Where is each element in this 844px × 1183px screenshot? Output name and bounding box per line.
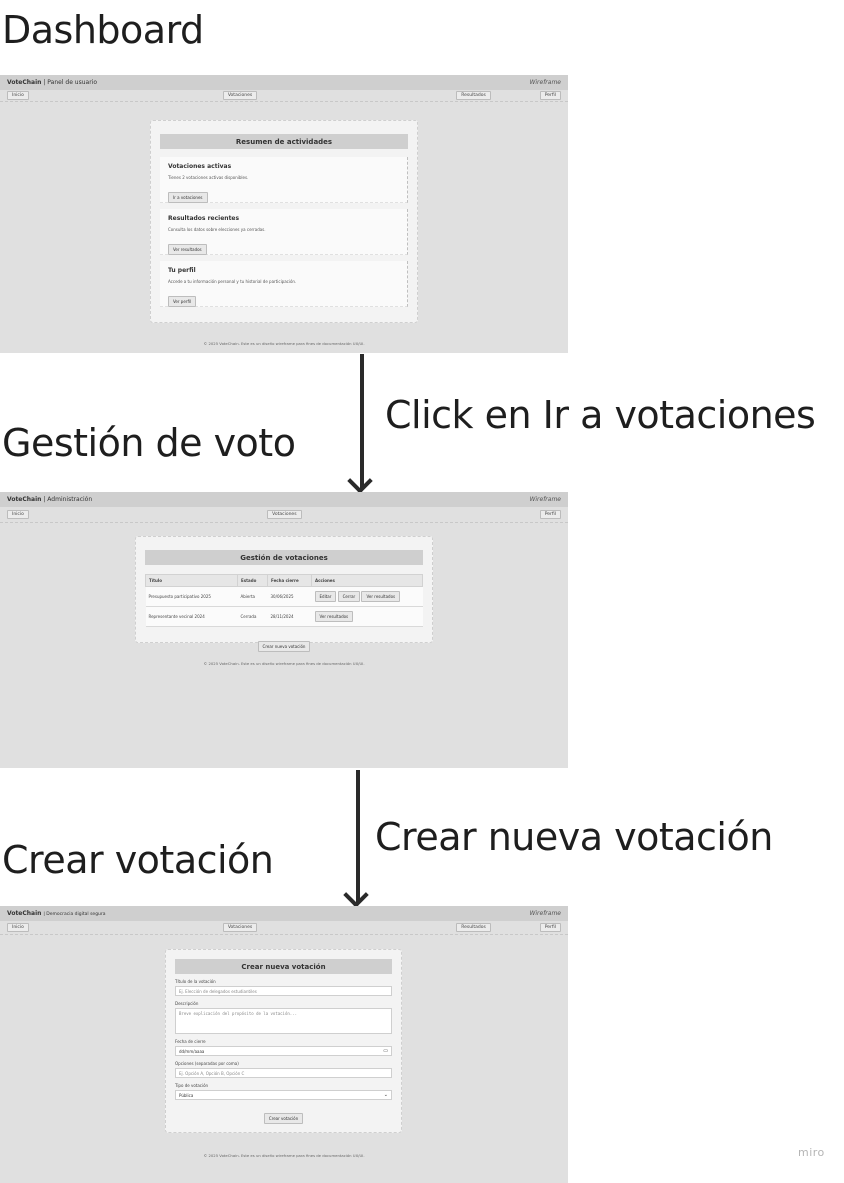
app-header: VoteChain | Administración Wireframe <box>0 492 568 507</box>
app-name: VoteChain <box>7 79 42 86</box>
card-title: Crear nueva votación <box>175 959 392 974</box>
nav-votaciones[interactable]: Votaciones <box>222 91 258 100</box>
ir-a-votaciones-button[interactable]: Ir a votaciones <box>168 192 208 203</box>
nav-resultados[interactable]: Resultados <box>456 91 491 100</box>
dashboard-frame: VoteChain | Panel de usuario Wireframe I… <box>0 75 568 353</box>
nav-resultados[interactable]: Resultados <box>456 923 491 932</box>
activity-card: Resumen de actividades Votaciones activa… <box>150 120 418 323</box>
cerrar-button[interactable]: Cerrar <box>337 591 361 602</box>
app-header: VoteChain | Panel de usuario Wireframe <box>0 75 568 90</box>
ver-resultados-button[interactable]: Ver resultados <box>168 244 207 255</box>
section-heading: Tu perfil <box>168 267 196 274</box>
titulo-placeholder: Ej. Elección de delegados estudiantiles <box>179 988 257 994</box>
section-votaciones-activas: Votaciones activas Tienes 2 votaciones a… <box>160 157 408 203</box>
flow-arrow-2 <box>356 770 360 902</box>
column-header: Fecha cierre <box>267 574 312 587</box>
descripcion-label: Descripción <box>175 1001 199 1006</box>
chevron-down-icon: ⌄ <box>383 1092 388 1098</box>
cell-estado: Cerrada <box>237 606 268 627</box>
app-subtitle: | Administración <box>43 496 93 503</box>
card-title: Gestión de votaciones <box>145 550 423 565</box>
section-text: Consulta los datos sobre elecciones ya c… <box>168 227 266 232</box>
app-name: VoteChain <box>7 496 42 503</box>
ver-resultados-button[interactable]: Ver resultados <box>314 611 354 622</box>
cell-titulo: Presupuesto participativo 2025 <box>145 586 238 607</box>
wireframe-label: Wireframe <box>529 910 561 917</box>
crear-frame: VoteChain | Democracia digital segura Wi… <box>0 906 568 1183</box>
section-heading: Votaciones activas <box>168 163 232 170</box>
cell-fecha: 30/06/2025 <box>267 586 312 607</box>
nav-votaciones[interactable]: Votaciones <box>222 923 258 932</box>
votaciones-table: Título Estado Fecha cierre Acciones Pres… <box>145 574 423 627</box>
card-title: Resumen de actividades <box>160 134 408 149</box>
nav-perfil[interactable]: Perfil <box>539 91 561 100</box>
screen-title-crear: Crear votación <box>2 838 274 882</box>
nav-bar: Inicio Votaciones Resultados Perfil <box>0 921 568 935</box>
opciones-placeholder: Ej. Opción A, Opción B, Opción C <box>179 1070 245 1076</box>
footer-text: © 2025 VoteChain. Este es un diseño wire… <box>203 341 365 346</box>
nav-bar: Inicio Votaciones Perfil <box>0 507 568 523</box>
crear-votacion-button[interactable]: Crear votación <box>263 1113 304 1124</box>
nav-bar: Inicio Votaciones Resultados Perfil <box>0 90 568 102</box>
descripcion-placeholder: Breve explicación del propósito de la vo… <box>179 1011 298 1016</box>
nav-votaciones[interactable]: Votaciones <box>267 510 302 519</box>
flow-arrow-1 <box>360 354 364 488</box>
cell-titulo: Representante vecinal 2024 <box>145 606 238 627</box>
fecha-input[interactable]: dd/mm/aaaa ▭ <box>175 1046 392 1056</box>
titulo-input[interactable]: Ej. Elección de delegados estudiantiles <box>175 986 392 996</box>
section-heading: Resultados recientes <box>168 215 240 222</box>
screen-title-dashboard: Dashboard <box>2 8 204 52</box>
footer-text: © 2025 VoteChain. Este es un diseño wire… <box>203 1153 365 1158</box>
crear-nueva-votacion-button[interactable]: Crear nueva votación <box>257 641 311 652</box>
opciones-input[interactable]: Ej. Opción A, Opción B, Opción C <box>175 1068 392 1078</box>
cell-estado: Abierta <box>237 586 268 607</box>
cell-acciones: Ver resultados <box>311 606 423 627</box>
screen-title-gestion: Gestión de voto <box>2 421 296 465</box>
section-tu-perfil: Tu perfil Accede a tu información person… <box>160 261 408 307</box>
cell-fecha: 28/11/2024 <box>267 606 312 627</box>
gestion-card: Gestión de votaciones Título Estado Fech… <box>135 536 433 652</box>
tipo-label: Tipo de votación <box>175 1083 209 1088</box>
tipo-value: Pública <box>179 1092 194 1098</box>
wireframe-label: Wireframe <box>529 496 561 503</box>
section-resultados-recientes: Resultados recientes Consulta los datos … <box>160 209 408 255</box>
app-subtitle: | Panel de usuario <box>43 79 98 86</box>
column-header: Estado <box>237 574 268 587</box>
tipo-select[interactable]: Pública ⌄ <box>175 1090 392 1100</box>
wireframe-label: Wireframe <box>529 79 561 86</box>
opciones-label: Opciones (separadas por coma) <box>175 1061 239 1066</box>
app-subtitle: | Democracia digital segura <box>43 912 106 917</box>
app-header: VoteChain | Democracia digital segura Wi… <box>0 906 568 921</box>
table-row: Presupuesto participativo 2025 Abierta 3… <box>145 586 423 607</box>
nav-perfil[interactable]: Perfil <box>539 923 561 932</box>
miro-watermark: miro <box>798 1146 825 1159</box>
ver-resultados-button[interactable]: Ver resultados <box>361 591 401 602</box>
ver-perfil-button[interactable]: Ver perfil <box>168 296 197 307</box>
section-text: Tienes 2 votaciones activas disponibles. <box>168 175 249 180</box>
transition-label-crear-votacion: Crear nueva votación <box>375 815 773 859</box>
footer-text: © 2025 VoteChain. Este es un diseño wire… <box>203 661 365 666</box>
transition-label-ir-votaciones: Click en Ir a votaciones <box>385 393 816 437</box>
fecha-value: dd/mm/aaaa <box>179 1048 205 1054</box>
table-row: Representante vecinal 2024 Cerrada 28/11… <box>145 606 423 627</box>
nav-inicio[interactable]: Inicio <box>7 510 29 519</box>
fecha-label: Fecha de cierre <box>175 1039 206 1044</box>
descripcion-textarea[interactable]: Breve explicación del propósito de la vo… <box>175 1008 392 1034</box>
app-name: VoteChain <box>7 910 42 917</box>
editar-button[interactable]: Editar <box>314 591 337 602</box>
section-text: Accede a tu información personal y tu hi… <box>168 279 297 284</box>
column-header: Acciones <box>311 574 423 587</box>
nav-inicio[interactable]: Inicio <box>7 91 29 100</box>
nav-inicio[interactable]: Inicio <box>7 923 29 932</box>
cell-acciones: Editar Cerrar Ver resultados <box>311 586 423 607</box>
gestion-frame: VoteChain | Administración Wireframe Ini… <box>0 492 568 768</box>
column-header: Título <box>145 574 238 587</box>
crear-votacion-card: Crear nueva votación Título de la votaci… <box>165 949 402 1133</box>
titulo-label: Título de la votación <box>175 979 216 984</box>
calendar-icon[interactable]: ▭ <box>383 1048 388 1054</box>
nav-perfil[interactable]: Perfil <box>539 510 561 519</box>
